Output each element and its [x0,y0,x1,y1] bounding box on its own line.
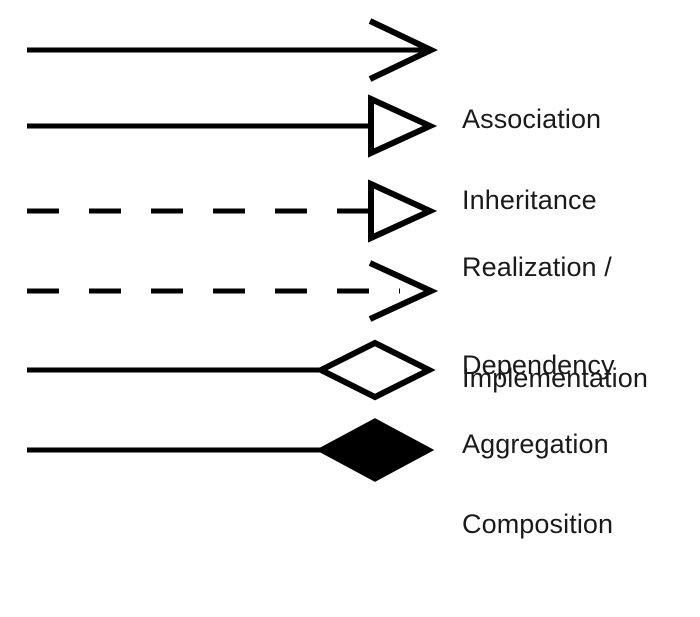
legend-row-dependency: Dependency [0,251,700,380]
label-aggregation: Aggregation [462,352,609,537]
notation-realization [0,166,450,256]
filled-diamond-icon [315,418,435,482]
label-dependency-line-1: Dependency [462,350,615,380]
composition-glyph [27,418,435,482]
hollow-triangle-icon [368,179,438,243]
label-aggregation-line-1: Aggregation [462,429,609,459]
label-composition: Composition [462,432,613,617]
legend-row-composition: Composition [0,410,700,539]
label-association: Association [462,27,601,212]
legend-row-association: Association [0,0,700,134]
legend-row-inheritance: Inheritance [0,86,700,215]
legend-row-realization: Realization / Implementation [0,166,700,393]
open-arrow-icon [368,260,439,322]
hollow-diamond-icon [314,339,436,401]
label-association-line-1: Association [462,104,602,134]
label-realization-line-1: Realization / [462,252,612,282]
label-inheritance: Inheritance [462,108,597,293]
aggregation-glyph [27,339,436,401]
hollow-triangle-icon [368,94,438,158]
notation-composition [0,410,450,506]
open-arrow-icon [368,18,438,82]
realization-glyph [27,179,438,243]
inheritance-glyph [27,94,438,158]
dependency-glyph [27,260,439,322]
legend-row-aggregation: Aggregation [0,330,700,459]
notation-dependency [0,251,450,331]
notation-aggregation [0,330,450,415]
label-realization: Realization / Implementation [462,175,648,471]
label-dependency: Dependency [462,273,615,458]
notation-association [0,0,450,90]
notation-inheritance [0,86,450,166]
label-composition-line-1: Composition [462,509,614,539]
association-glyph [27,18,438,82]
uml-relationship-legend: Association Inheritance Realization / Im… [0,0,700,539]
label-realization-line-2: Implementation [462,363,648,393]
label-inheritance-line-1: Inheritance [462,185,597,215]
